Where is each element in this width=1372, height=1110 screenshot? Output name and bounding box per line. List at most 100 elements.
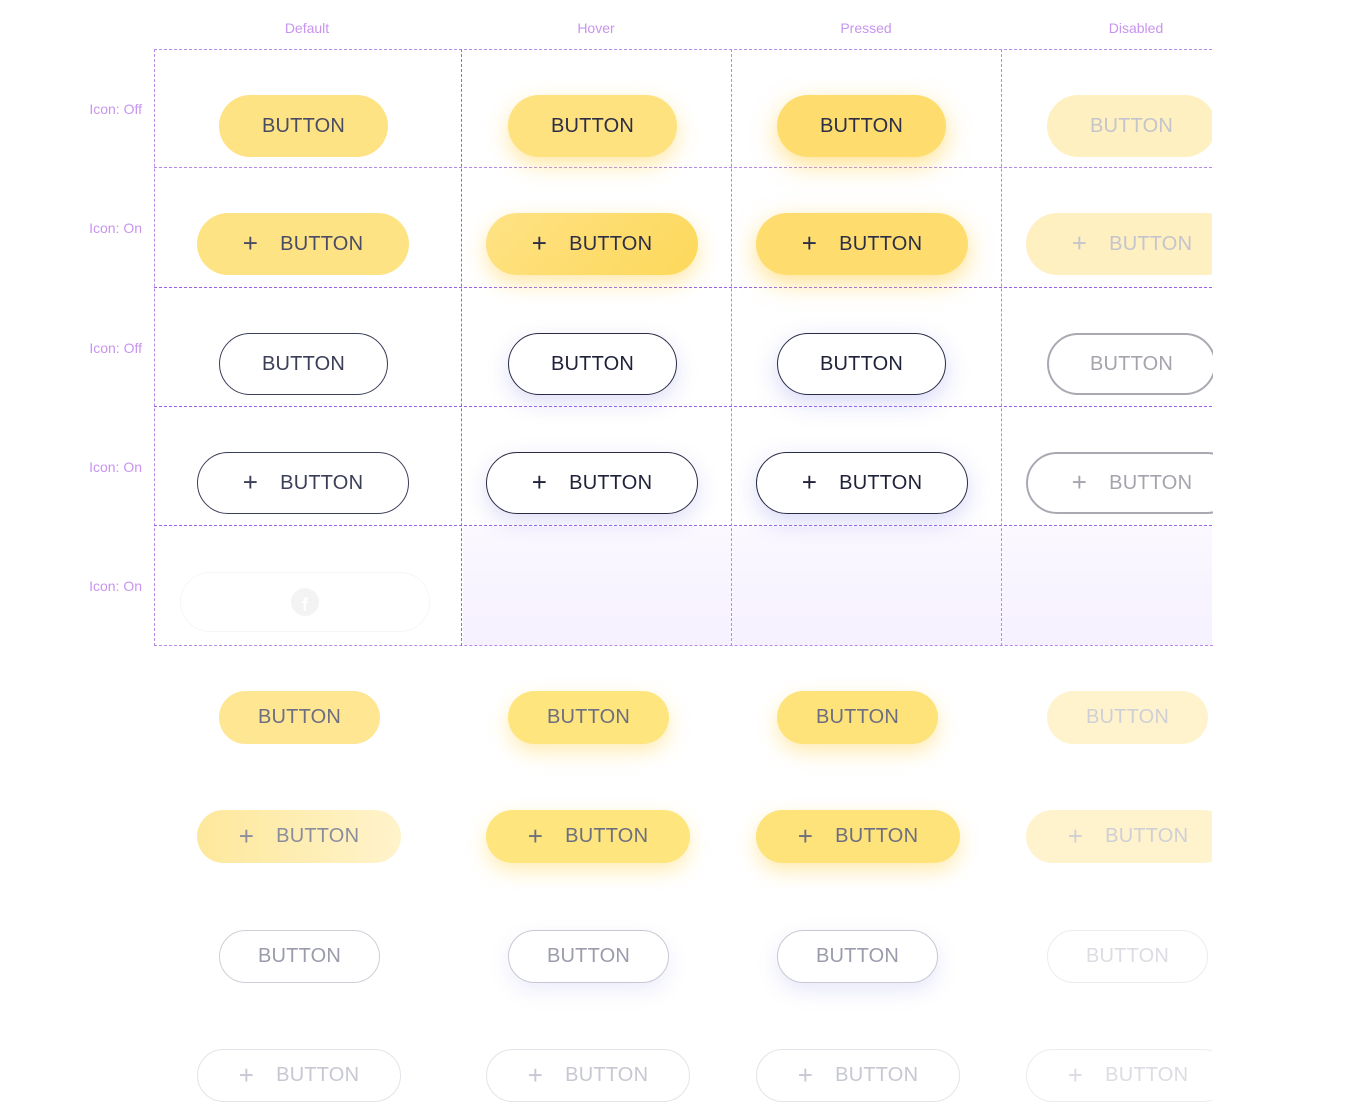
plus-icon: + (1071, 228, 1088, 258)
plus-icon: + (531, 228, 548, 258)
button-label: BUTTON (1109, 471, 1193, 494)
plus-icon: + (1067, 1059, 1084, 1090)
outline-icon-button-hover[interactable]: + BUTTON (486, 452, 698, 514)
outline-icon-button-disabled: + BUTTON (1026, 452, 1213, 514)
plus-icon: + (242, 228, 259, 258)
social-button-default[interactable]: f (180, 572, 430, 632)
button-label: BUTTON (839, 471, 923, 494)
button-label: BUTTON (1085, 706, 1170, 728)
filled-button-disabled-alt: BUTTON (1047, 691, 1208, 744)
filled-icon-button-pressed[interactable]: + BUTTON (756, 213, 968, 275)
button-label: BUTTON (1109, 232, 1193, 255)
grid-line (154, 167, 1212, 168)
button-label: BUTTON (835, 825, 919, 847)
filled-button-default-alt[interactable]: BUTTON (219, 691, 380, 744)
button-label: BUTTON (261, 352, 346, 375)
outline-icon-button-default-alt[interactable]: + BUTTON (197, 1049, 401, 1102)
plus-icon: + (238, 1059, 255, 1090)
button-label: BUTTON (819, 352, 904, 375)
button-label: BUTTON (569, 471, 653, 494)
filled-button-pressed-alt[interactable]: BUTTON (777, 691, 938, 744)
variant-grid (154, 49, 1213, 646)
filled-icon-button-disabled-alt: + BUTTON (1026, 810, 1212, 863)
filled-icon-button-default-alt[interactable]: + BUTTON (197, 810, 401, 863)
button-label: BUTTON (280, 471, 364, 494)
button-label: BUTTON (550, 352, 635, 375)
grid-line (154, 406, 1212, 407)
filled-button-disabled: BUTTON (1047, 95, 1212, 157)
button-label: BUTTON (276, 825, 360, 847)
button-label: BUTTON (565, 1064, 649, 1086)
column-header-pressed: Pressed (840, 20, 892, 36)
button-label: BUTTON (839, 232, 923, 255)
button-label: BUTTON (276, 1064, 360, 1086)
outline-icon-button-pressed[interactable]: + BUTTON (756, 452, 968, 514)
plus-icon: + (527, 1059, 544, 1090)
button-label: BUTTON (1085, 945, 1170, 967)
row-label-outline-icon-on: Icon: On (89, 459, 142, 475)
filled-button-hover-alt[interactable]: BUTTON (508, 691, 669, 744)
column-header-default: Default (284, 20, 330, 36)
grid-line (154, 287, 1212, 288)
plus-icon: + (242, 467, 259, 497)
ghost-cell-pressed (732, 527, 1001, 645)
button-label: BUTTON (1105, 825, 1189, 847)
plus-icon: + (801, 228, 818, 258)
plus-icon: + (801, 467, 818, 497)
grid-line (154, 525, 1212, 526)
button-label: BUTTON (815, 945, 900, 967)
outline-button-pressed[interactable]: BUTTON (777, 333, 946, 395)
button-label: BUTTON (546, 945, 631, 967)
filled-icon-button-default[interactable]: + BUTTON (197, 213, 409, 275)
button-label: BUTTON (815, 706, 900, 728)
plus-icon: + (797, 820, 814, 851)
column-header-disabled: Disabled (1108, 20, 1164, 36)
button-label: BUTTON (280, 232, 364, 255)
outline-button-pressed-alt[interactable]: BUTTON (777, 930, 938, 983)
outline-button-hover-alt[interactable]: BUTTON (508, 930, 669, 983)
plus-icon: + (238, 820, 255, 851)
ghost-cell-hover (463, 527, 731, 645)
grid-line (461, 49, 462, 646)
button-label: BUTTON (261, 114, 346, 137)
plus-icon: + (1071, 467, 1088, 497)
outline-icon-button-disabled-alt: + BUTTON (1026, 1049, 1212, 1102)
button-label: BUTTON (569, 232, 653, 255)
grid-line (1001, 49, 1002, 646)
outline-button-disabled: BUTTON (1047, 333, 1213, 395)
filled-button-hover[interactable]: BUTTON (508, 95, 677, 157)
filled-icon-button-pressed-alt[interactable]: + BUTTON (756, 810, 960, 863)
filled-icon-button-disabled: + BUTTON (1026, 213, 1212, 275)
filled-icon-button-hover-alt[interactable]: + BUTTON (486, 810, 690, 863)
plus-icon: + (531, 467, 548, 497)
filled-button-pressed[interactable]: BUTTON (777, 95, 946, 157)
button-label: BUTTON (1089, 352, 1174, 375)
filled-icon-button-hover[interactable]: + BUTTON (486, 213, 698, 275)
row-label-filled-icon-on: Icon: On (89, 220, 142, 236)
outline-button-hover[interactable]: BUTTON (508, 333, 677, 395)
outline-button-default-alt[interactable]: BUTTON (219, 930, 380, 983)
button-label: BUTTON (550, 114, 635, 137)
outline-button-default[interactable]: BUTTON (219, 333, 388, 395)
outline-icon-button-default[interactable]: + BUTTON (197, 452, 409, 514)
button-label: BUTTON (819, 114, 904, 137)
outline-icon-button-pressed-alt[interactable]: + BUTTON (756, 1049, 960, 1102)
grid-line (154, 49, 1212, 50)
row-label-outline-icon-off: Icon: Off (89, 340, 142, 356)
button-label: BUTTON (565, 825, 649, 847)
button-label: BUTTON (257, 945, 342, 967)
button-label: BUTTON (257, 706, 342, 728)
plus-icon: + (1067, 820, 1084, 851)
facebook-icon: f (291, 588, 319, 616)
button-label: BUTTON (1105, 1064, 1189, 1086)
filled-button-default[interactable]: BUTTON (219, 95, 388, 157)
plus-icon: + (797, 1059, 814, 1090)
button-label: BUTTON (835, 1064, 919, 1086)
outline-button-disabled-alt: BUTTON (1047, 930, 1208, 983)
button-label: BUTTON (546, 706, 631, 728)
plus-icon: + (527, 820, 544, 851)
button-label: BUTTON (1089, 114, 1174, 137)
outline-icon-button-hover-alt[interactable]: + BUTTON (486, 1049, 690, 1102)
row-label-filled-icon-off: Icon: Off (89, 101, 142, 117)
grid-line (731, 49, 732, 646)
